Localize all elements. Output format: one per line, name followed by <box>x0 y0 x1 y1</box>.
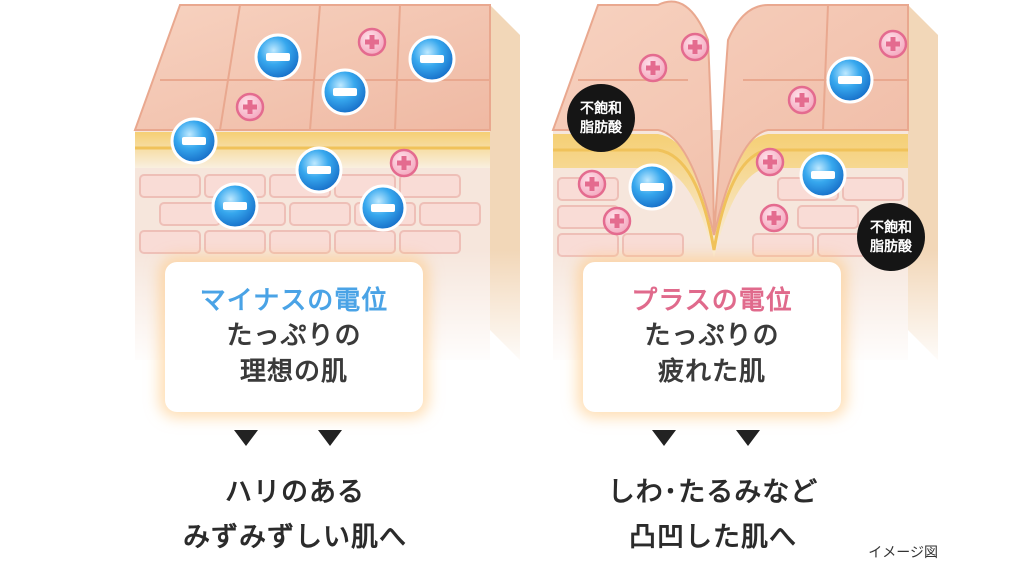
plus-ion-icon <box>755 147 785 177</box>
plus-ion-icon <box>357 27 387 57</box>
tired-skin-label-box: プラスの電位 たっぷりの 疲れた肌 <box>583 262 841 412</box>
down-arrows <box>638 430 788 450</box>
plus-ion-icon <box>787 85 817 115</box>
svg-text:不飽和: 不飽和 <box>870 219 912 236</box>
result-line-1: しわ･たるみなど <box>607 477 819 508</box>
tired-result-text: しわ･たるみなど 凸凹した肌へ <box>538 470 888 560</box>
plus-ion-icon <box>389 148 419 178</box>
arrow-down-icon <box>318 430 342 446</box>
minus-potential-heading: マイナスの電位 <box>199 286 389 316</box>
minus-ion-icon <box>170 117 218 165</box>
minus-ion-icon <box>295 146 343 194</box>
minus-ion-icon <box>826 56 874 104</box>
minus-ion-icon <box>254 33 302 81</box>
plus-ion-icon <box>638 53 668 83</box>
healthy-skin-panel: マイナスの電位 たっぷりの 理想の肌 ハリのある みずみずしい肌へ <box>120 0 540 576</box>
plus-ion-icon <box>759 203 789 233</box>
arrow-down-icon <box>234 430 258 446</box>
down-arrows <box>220 430 370 450</box>
svg-text:脂肪酸: 脂肪酸 <box>869 238 913 255</box>
minus-ion-icon <box>359 184 407 232</box>
svg-text:不飽和: 不飽和 <box>580 100 622 117</box>
plus-ion-icon <box>602 206 632 236</box>
healthy-skin-label-box: マイナスの電位 たっぷりの 理想の肌 <box>165 262 423 412</box>
label-line-2: 疲れた肌 <box>657 357 766 387</box>
plus-ion-icon <box>577 169 607 199</box>
fatty-acid-badge: 不飽和 脂肪酸 <box>567 84 635 152</box>
plus-ion-icon <box>235 92 265 122</box>
svg-text:脂肪酸: 脂肪酸 <box>579 119 623 136</box>
label-line-1: たっぷりの <box>644 321 780 351</box>
minus-ion-icon <box>211 182 259 230</box>
label-line-1: たっぷりの <box>226 321 362 351</box>
arrow-down-icon <box>736 430 760 446</box>
image-note: イメージ図 <box>868 545 938 561</box>
result-line-2: 凸凹した肌へ <box>629 522 797 553</box>
result-line-1: ハリのある <box>225 477 365 508</box>
tired-skin-panel: 不飽和 脂肪酸 不飽和 脂肪酸 プラスの電位 たっぷりの 疲れた肌 しわ･たるみ… <box>538 0 958 576</box>
arrow-down-icon <box>652 430 676 446</box>
result-line-2: みずみずしい肌へ <box>183 522 407 553</box>
minus-ion-icon <box>628 163 676 211</box>
healthy-result-text: ハリのある みずみずしい肌へ <box>120 470 470 560</box>
minus-ion-icon <box>799 151 847 199</box>
label-line-2: 理想の肌 <box>239 357 348 387</box>
plus-ion-icon <box>680 32 710 62</box>
minus-ion-icon <box>408 35 456 83</box>
fatty-acid-badge: 不飽和 脂肪酸 <box>857 203 925 271</box>
plus-potential-heading: プラスの電位 <box>631 286 793 316</box>
plus-ion-icon <box>878 29 908 59</box>
minus-ion-icon <box>321 68 369 116</box>
